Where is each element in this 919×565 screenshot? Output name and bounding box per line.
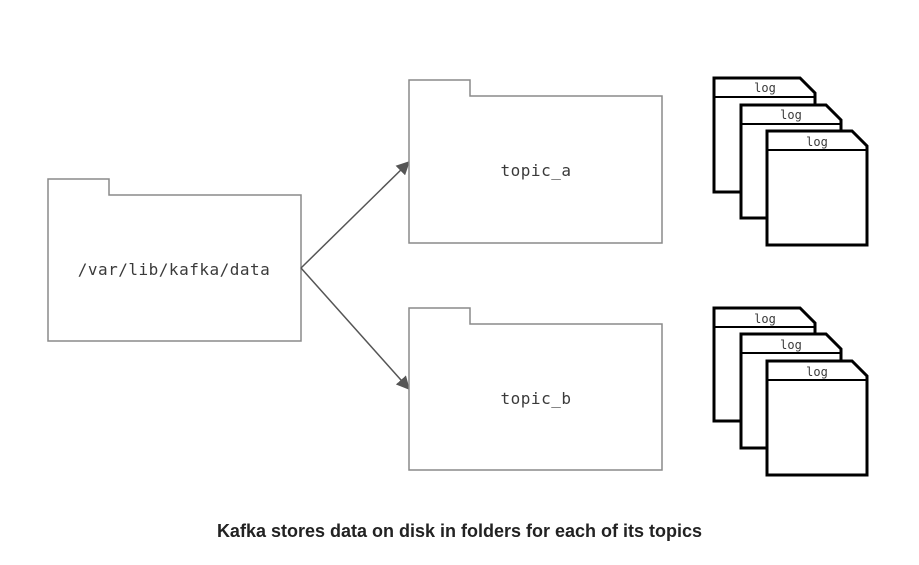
file-icon	[765, 129, 869, 247]
folder-icon	[408, 79, 663, 244]
log-label: log	[754, 81, 776, 95]
log-label: log	[806, 135, 828, 149]
arrow-to-topic-a	[300, 161, 410, 269]
log-label: log	[806, 365, 828, 379]
topic-a-label: topic_a	[501, 161, 572, 180]
topic-b-label: topic_b	[501, 389, 572, 408]
log-stack-a: log log log	[712, 76, 869, 247]
file-icon	[765, 359, 869, 477]
topic-folder-b: topic_b	[408, 307, 663, 471]
topic-folder-a: topic_a	[408, 79, 663, 244]
folder-icon	[47, 178, 302, 342]
log-label: log	[780, 108, 802, 122]
arrow-to-topic-b	[300, 267, 410, 391]
log-file: log	[765, 129, 869, 247]
root-folder-label: /var/lib/kafka/data	[78, 260, 271, 279]
log-label: log	[754, 312, 776, 326]
log-label: log	[780, 338, 802, 352]
figure-caption: Kafka stores data on disk in folders for…	[216, 521, 703, 541]
log-stack-b: log log log	[712, 306, 869, 477]
log-file: log	[765, 359, 869, 477]
folder-icon	[408, 307, 663, 471]
root-folder: /var/lib/kafka/data	[47, 178, 302, 342]
